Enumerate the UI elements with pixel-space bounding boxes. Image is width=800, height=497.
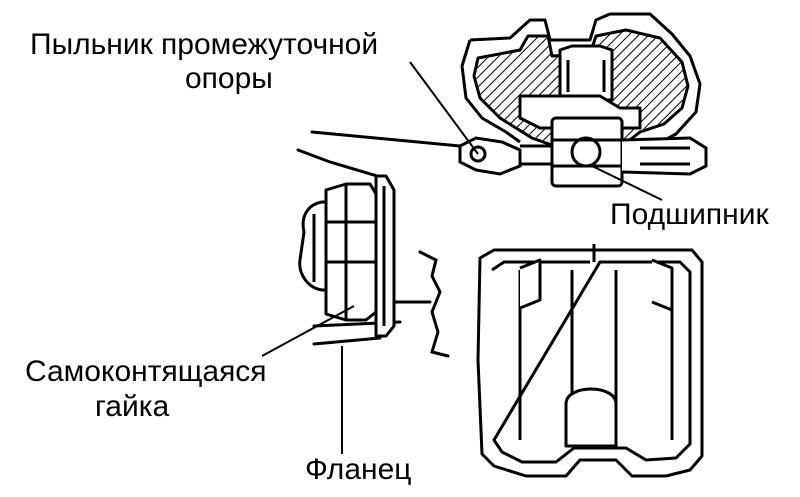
flange-inner — [491, 260, 692, 464]
leader-dust-boot — [409, 61, 479, 155]
support-bracket — [469, 12, 702, 150]
flange-slot — [564, 387, 618, 448]
leader-nut — [261, 305, 355, 357]
leader-bearing — [591, 165, 663, 201]
label-dust-boot-line1: Пыльник промежуточной — [30, 28, 379, 61]
flange — [476, 244, 704, 478]
label-flange: Фланец — [305, 453, 412, 486]
label-dust-boot-line2: опоры — [185, 62, 273, 95]
self-locking-nut — [298, 174, 396, 338]
label-nut-line2: гайка — [95, 390, 170, 423]
label-nut-line1: Самоконтящаяся — [25, 355, 267, 388]
label-bearing: Подшипник — [610, 198, 769, 231]
bearing — [550, 116, 624, 188]
leader-lines — [261, 61, 663, 454]
center-bearing-support — [460, 12, 702, 152]
nut-hex — [324, 182, 378, 322]
bearing-ball — [570, 136, 602, 168]
